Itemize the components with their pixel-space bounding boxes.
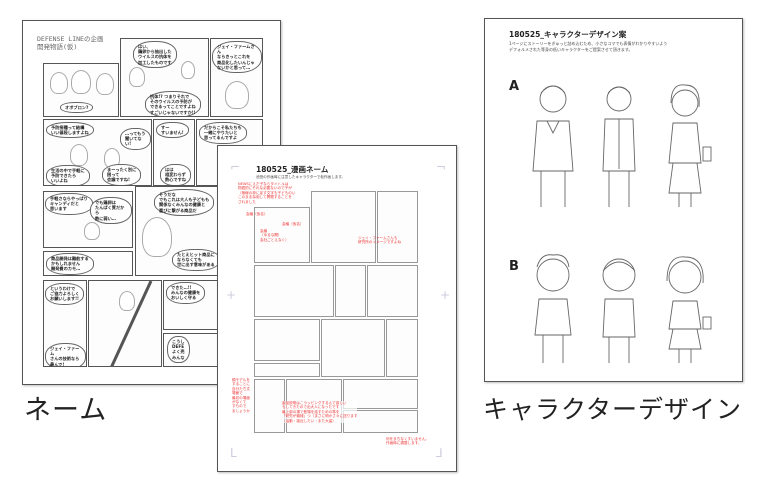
speech-bubble: たとえヒット商品に ならなくても 世に出す意味がある <box>172 249 220 271</box>
character-man-a2 <box>602 86 636 207</box>
speech-bubble: というわけで ご協力よろしく お願いします!! <box>45 283 85 305</box>
caption-character-design: キャラクターデザイン <box>483 395 743 424</box>
red-note: 順モデルを することに 自分たち文 場面で 最初の場面 がなくて すもので まし… <box>232 378 250 413</box>
panel <box>367 265 418 317</box>
design-title: 180525_キャラクターデザイン案 <box>509 30 627 39</box>
draft-title: DEFENSE LINEの企画開発物語(仮) <box>37 35 104 51</box>
row-label-b: B <box>509 259 519 274</box>
character-man-b1 <box>534 254 572 363</box>
panel: 予防接種って結構 いい値段しますよね …ってもう 聞いてない! 生活の中で手軽に… <box>43 119 152 186</box>
red-note: ジェイ・ファームさんも 研究所のイメージですよね <box>358 236 402 245</box>
speech-bubble: 生活の中で手軽に 予防できたら いいよね <box>46 165 90 185</box>
panel <box>254 379 285 433</box>
speech-bubble: こうし DEFE よく売 みんな <box>167 336 190 363</box>
panel <box>386 319 418 377</box>
storyboard-page: ⌐¬ ++ L⅃ 180525_漫画ネーム 池田の作画時に注意したキャラクターで… <box>217 145 457 472</box>
character-sketches-a <box>532 84 712 207</box>
row-label-a: A <box>509 79 520 94</box>
speech-bubble: ジェイ・ファーム さんの技術なら 最んで! <box>45 343 86 366</box>
panel: すー すいません! はは 相変わらず 熱心ですね <box>153 119 195 186</box>
caption-name: ネーム <box>24 395 108 426</box>
panel: オボブロン? <box>43 63 119 117</box>
speech-bubble: 予防接種って結構 いい値段しますよね <box>46 122 94 139</box>
panel <box>254 319 320 361</box>
storyboard-title: 180525_漫画ネーム <box>256 165 329 174</box>
red-note: NEWSにえだ子ならタイトルは 物語的にそれな必要ないので子が （無線の枠に足す… <box>238 182 296 204</box>
panel: こうし DEFE よく売 みんな <box>163 333 225 367</box>
speech-bubble: そうだな でもこれは大人も子どもも 関係なくみんなの健康と 喜びに繋がる商品だ <box>154 189 215 216</box>
speech-bubble: すー すいません! <box>156 122 189 139</box>
speech-bubble: 抗体!? つまりそれで そのウイルスの予防が できるってことですよね すごいじゃ… <box>145 91 201 116</box>
speech-bubble: はい、 鶏卵から抽出した ウイルスの抗体を 加工したものです <box>133 41 177 68</box>
red-note: 製品説明はこラッピングするんで欲しい もしてきたので出大人になったです 最上部の… <box>282 401 358 424</box>
design-description-line: 1ページにストーリーをぎゅっと詰め込むため、小さなコマでも表情がわかりやすいよう <box>509 41 668 46</box>
red-note: 会議（仮名） <box>282 222 304 226</box>
panel <box>335 265 366 317</box>
panel: できた…!! みんなの健康を おいしく守る <box>163 280 225 330</box>
panel: というわけで ご協力よろしく お願いします!! ジェイ・ファーム さんの技術なら… <box>43 280 87 367</box>
character-design-page: 180525_キャラクターデザイン案 1ページにストーリーをぎゅっと詰め込むため… <box>484 18 743 382</box>
speech-bubble: 手軽さならやっぱり キャンディだと 思います <box>45 193 93 215</box>
character-man-b2 <box>602 258 636 363</box>
panel: 手軽さならやっぱり キャンディだと 思います でも鶏卵は たんぱく質だから 熱に… <box>43 191 133 248</box>
panel: そうだな でもこれは大人も子どもも 関係なくみんなの健康と 喜びに繋がる商品だ … <box>135 186 225 276</box>
panel: ジェイ・ファームさん ならきっとこれを 商品化したいんじゃ ないかと思って… <box>210 38 263 117</box>
character-man-a1 <box>532 85 574 207</box>
panel <box>311 191 376 263</box>
speech-bubble: まーったく別に 困って 会議ですね! <box>102 164 142 185</box>
panel <box>321 319 385 377</box>
speech-bubble: だからこそ私たちも 一緒にやりたいと 思ってるんですよ <box>199 122 247 144</box>
red-note: 会議 （ゆるな開） 会社ごとえなく） <box>260 229 289 242</box>
panel <box>88 280 162 367</box>
character-woman-b3 <box>666 256 712 363</box>
speech-bubble: ジェイ・ファームさん ならきっとこれを 商品化したいんじゃ ないかと思って… <box>212 41 262 74</box>
panel: 商品開発は難航する かもしれません 開発費のカモ… <box>43 251 133 276</box>
speech-bubble: …ってもう 聞いてない! <box>120 128 151 150</box>
panel <box>377 191 418 263</box>
character-sketches-b <box>534 254 712 363</box>
red-note: 何をまちなくすいません。 作画時に調整します。 <box>386 437 430 446</box>
panel <box>254 265 334 317</box>
red-note: 会議（仮名） <box>246 212 268 216</box>
panel: はい、 鶏卵から抽出した ウイルスの抗体を 加工したものです 抗体!? つまりそ… <box>120 38 209 117</box>
speech-bubble: オボブロン? <box>60 102 94 114</box>
speech-bubble: はは 相変わらず 熱心ですね <box>160 164 191 185</box>
speech-bubble: できた…!! みんなの健康を おいしく守る <box>166 282 206 304</box>
speech-bubble: 商品開発は難航する かもしれません 開発費のカモ… <box>46 253 94 275</box>
storyboard-description: 池田の作画時に注意したキャラクターで仮作画します。 <box>256 175 346 179</box>
panel <box>254 363 320 377</box>
character-woman-a3 <box>668 84 712 207</box>
design-description-line: デフォルメされた等身の低いキャラクターをご提案させて頂きます。 <box>509 47 633 52</box>
panel <box>254 207 310 263</box>
speech-bubble: でも鶏卵は たんぱく質だから 熱に弱い… <box>90 197 132 224</box>
